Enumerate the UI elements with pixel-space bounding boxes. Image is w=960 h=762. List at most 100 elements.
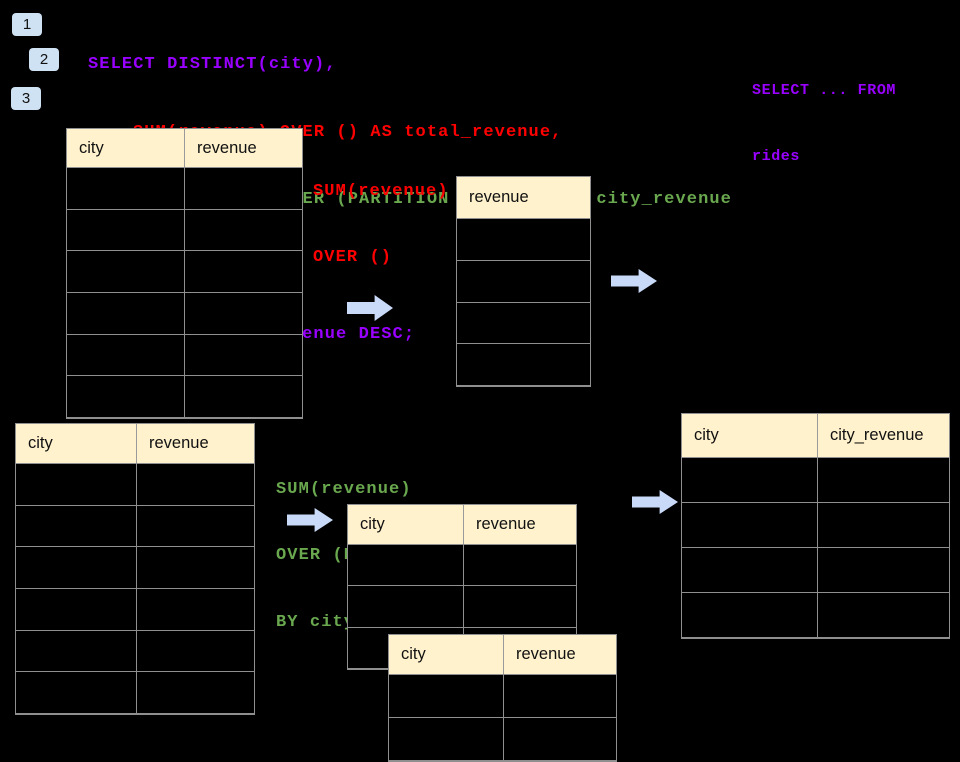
table-cell	[348, 545, 464, 586]
table-row	[389, 718, 616, 761]
slide-canvas: { "colors": { "background": "#000000", "…	[11, 13, 950, 762]
column-header-revenue: revenue	[469, 188, 529, 206]
table-header-row: city revenue	[348, 505, 576, 545]
table-row	[389, 675, 616, 718]
table-cell	[185, 168, 302, 209]
table-row	[16, 672, 254, 715]
side-note-line: SELECT ... FROM	[752, 82, 897, 99]
label-line: SUM(revenue)	[313, 181, 449, 201]
table-cell	[137, 506, 254, 547]
table-cell	[682, 503, 818, 547]
table-body	[16, 464, 254, 715]
column-header-city-revenue: city_revenue	[830, 426, 924, 444]
table-cell	[16, 672, 137, 714]
table-cell	[348, 586, 464, 627]
table-row	[682, 593, 949, 638]
table-total-revenue-result: revenue	[456, 176, 591, 388]
column-header-revenue: revenue	[149, 434, 209, 452]
step-badge-3: 3	[11, 87, 41, 110]
table-row	[682, 548, 949, 593]
table-cell	[457, 303, 590, 344]
table-source-rides-top: city revenue	[66, 128, 303, 420]
table-row	[457, 261, 590, 303]
column-header-city: city	[389, 635, 504, 674]
table-cell	[67, 334, 185, 376]
table-body	[682, 458, 949, 638]
label-line: SUM(revenue)	[276, 479, 412, 499]
table-cell	[682, 548, 818, 592]
table-cell	[16, 630, 137, 672]
table-row	[67, 168, 302, 210]
table-cell	[818, 458, 949, 502]
column-header-city: city	[682, 414, 818, 457]
table-cell	[67, 293, 185, 334]
table-row	[16, 547, 254, 590]
column-header-city: city	[67, 129, 185, 167]
table-row	[348, 586, 576, 628]
table-header-row: city revenue	[67, 129, 302, 168]
table-cell	[818, 548, 949, 592]
step-badge-1: 1	[12, 13, 42, 36]
column-header-revenue: revenue	[516, 645, 576, 663]
table-cell	[457, 344, 590, 385]
table-cell	[137, 547, 254, 588]
table-header-row: city revenue	[16, 424, 254, 464]
label-total-revenue: SUM(revenue) OVER ()	[313, 136, 449, 292]
table-row	[67, 209, 302, 252]
table-cell	[137, 672, 254, 713]
side-note: SELECT ... FROM rides	[752, 36, 896, 190]
table-cell	[185, 251, 302, 292]
table-header-row: city revenue	[389, 635, 616, 675]
table-row	[16, 464, 254, 506]
table-row	[16, 505, 254, 548]
table-cell	[464, 586, 576, 626]
table-row	[348, 545, 576, 587]
table-cell	[16, 505, 137, 547]
table-cell	[464, 545, 576, 585]
table-row	[67, 293, 302, 335]
table-row	[67, 376, 302, 419]
table-cell	[504, 718, 616, 760]
table-row	[16, 630, 254, 673]
table-row	[457, 344, 590, 387]
table-cell	[67, 251, 185, 293]
column-header-revenue: revenue	[476, 515, 536, 533]
table-row	[67, 251, 302, 294]
table-cell	[16, 464, 137, 505]
sql-line-select: SELECT DISTINCT(city),	[88, 55, 337, 74]
table-cell	[67, 209, 185, 251]
table-header-row: city city_revenue	[682, 414, 949, 458]
table-row	[457, 303, 590, 345]
table-cell	[185, 376, 302, 417]
table-source-rides-bottom: city revenue	[15, 423, 255, 716]
table-cell	[185, 293, 302, 334]
table-cell	[67, 376, 185, 418]
side-note-line: rides	[752, 148, 801, 165]
column-header-city: city	[16, 424, 137, 463]
table-partition-result: city city_revenue	[681, 413, 950, 639]
table-cell	[818, 593, 949, 637]
table-partition-step2: city revenue	[388, 634, 617, 762]
column-header-city: city	[348, 505, 464, 544]
table-cell	[16, 547, 137, 589]
label-line: OVER ()	[313, 248, 393, 268]
table-cell	[137, 464, 254, 505]
table-cell	[504, 675, 616, 717]
table-cell	[389, 718, 504, 760]
table-row	[16, 589, 254, 631]
table-cell	[682, 593, 818, 637]
table-cell	[818, 503, 949, 547]
table-cell	[137, 631, 254, 672]
table-body	[457, 219, 590, 387]
table-cell	[457, 219, 590, 260]
table-cell	[457, 261, 590, 302]
arrow-right-icon	[632, 490, 678, 514]
table-cell	[137, 589, 254, 630]
table-row	[682, 503, 949, 548]
table-cell	[67, 168, 185, 209]
table-row	[457, 219, 590, 261]
table-row	[67, 334, 302, 377]
column-header-revenue: revenue	[197, 138, 257, 157]
table-cell	[389, 675, 504, 717]
table-body	[389, 675, 616, 761]
